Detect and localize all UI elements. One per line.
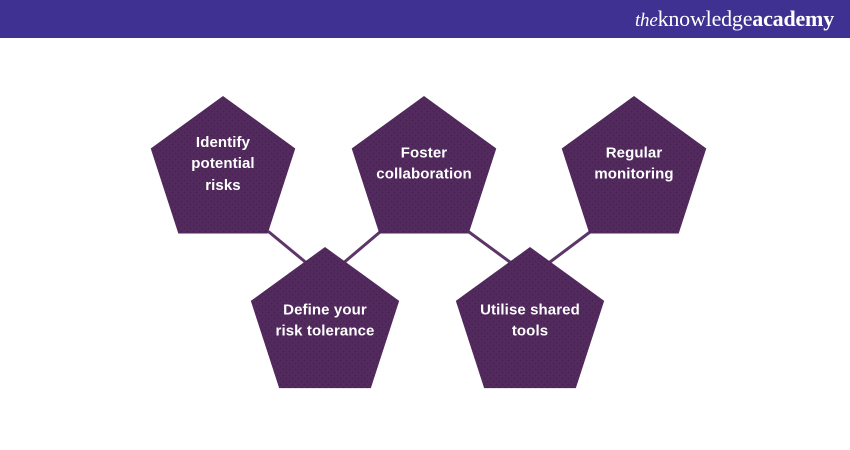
pentagon-utilise-shared-tools[interactable]: [455, 247, 605, 389]
connector-lines: [267, 230, 592, 267]
logo-knowledge-text: knowledge: [657, 6, 753, 31]
page-header: theknowledgeacademy: [0, 0, 850, 38]
connector-line-4: [544, 230, 592, 267]
brand-logo: theknowledgeacademy: [634, 6, 834, 31]
connector-line-2: [339, 230, 382, 267]
pentagon-shapes: [150, 96, 707, 389]
connector-line-3: [467, 230, 516, 267]
pentagon-identify-potential-risks[interactable]: [150, 96, 296, 234]
pentagon-define-your-risk-tolerance[interactable]: [250, 247, 400, 389]
pentagon-regular-monitoring[interactable]: [561, 96, 707, 234]
pentagon-foster-collaboration[interactable]: [351, 96, 497, 234]
logo-academy-text: academy: [752, 6, 834, 31]
connector-line-1: [267, 230, 311, 267]
pentagon-flow-diagram: [150, 96, 707, 389]
logo-the-text: the: [634, 10, 658, 31]
